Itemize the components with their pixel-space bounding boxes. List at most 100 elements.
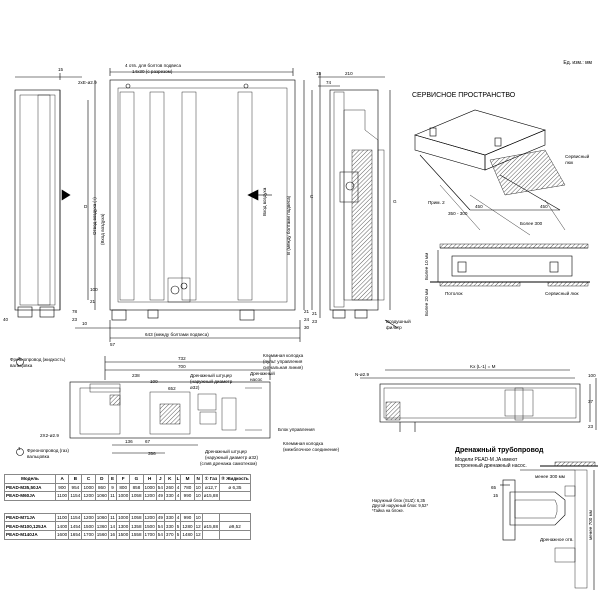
model-cell: PEAD-M140JA [4, 529, 56, 540]
table-cell: 11 [107, 491, 118, 501]
more20-label: Более 20 мм [424, 288, 429, 316]
model-cell: PEAD-M71JA [4, 512, 56, 523]
intake-left-2: Отвод воздуха (↑) [92, 197, 97, 235]
front-dim-21: 21 [90, 299, 96, 304]
table-cell: 330 [163, 491, 176, 501]
side-dim-g: G [393, 199, 397, 204]
side-dim-23: 23 [312, 319, 318, 324]
drain-fitting-3: ø32) [190, 385, 200, 390]
dim-652: 652 [168, 386, 176, 391]
table-cell [201, 529, 221, 540]
header-cell: C [81, 474, 96, 484]
service-dim-a: 350 - 300 [448, 211, 468, 216]
intake-left-1: (Вход воздуха) [100, 213, 105, 245]
table-cell [219, 491, 251, 501]
top-dim-23: 23 [588, 424, 594, 429]
drain-out-3: (слив дренажа самотеком) [200, 461, 257, 466]
drain-dim-700: менее 700 мм [588, 510, 593, 540]
more10-label: Более 10 мм [424, 252, 429, 280]
front-dim-40: 40 [3, 317, 9, 322]
dim-2x2: 2X2-ø2.9 [40, 433, 59, 438]
side-dim-15: 15 [316, 71, 322, 76]
d-label: D [84, 204, 88, 209]
front-dim-78: 78 [72, 309, 78, 314]
table-cell [219, 529, 251, 540]
model-cell: PEAD-M100,125JA [4, 521, 56, 531]
header-cell: F [116, 474, 131, 484]
table-cell: ø12,7 [201, 482, 221, 493]
table-cell: 49 [155, 491, 165, 501]
table-cell: 1358 [129, 521, 144, 531]
table-cell: 1560 [94, 529, 109, 540]
drain-fitting-1: Дренажный штуцер [190, 373, 232, 378]
table-cell: 1058 [129, 512, 144, 523]
drain-out-2: (наружный диаметр ø32) [205, 455, 258, 460]
side-dim-21: 21 [312, 311, 318, 316]
pipe-gas-1: Фреонопровод (газ) [27, 448, 69, 453]
drain-pipe-figure [500, 461, 598, 590]
header-cell: A [54, 474, 70, 484]
table-cell: 990 [180, 491, 195, 501]
table-cell: 990 [180, 512, 195, 523]
table-cell: 12 [193, 521, 203, 531]
table-cell: 54 [155, 529, 165, 540]
table-cell: 16 [107, 529, 118, 540]
bottom-view [16, 356, 271, 456]
pipe-liquid-1: Фреонопровод (жидкость) [10, 357, 66, 362]
front-dim-30: 30 [304, 325, 310, 330]
hatch2-label: Сервисный люк [545, 291, 579, 296]
holes-note-2: 14x30 (с разрезом) [132, 69, 173, 74]
top-dim-n: N-ø2.9 [355, 372, 370, 377]
service-hatch-2: люк [565, 160, 574, 165]
table-cell: 1400 [54, 521, 70, 531]
table-cell: 1500 [116, 529, 131, 540]
table-header-row: Модель A B C D E F G H J K L M N ① Газ ②… [4, 474, 251, 484]
drain-dim-15: 15 [493, 493, 499, 498]
table-cell: 54 [155, 482, 165, 493]
drain-dim-300: менее 300 мм [535, 474, 565, 479]
table-cell: 1300 [116, 521, 131, 531]
table-cell: 10 [193, 512, 203, 523]
terminal-1: Клеммная колодка [263, 353, 304, 358]
filter-label-1: Воздушный [386, 319, 411, 324]
spacer-cell [5, 500, 251, 513]
header-cell: ② Жидкость [219, 474, 251, 484]
drain-pump-2: насос [250, 377, 263, 382]
intake-right: Вход воздуха [262, 187, 267, 216]
table-cell: 1360 [94, 521, 109, 531]
front-dim-100: 100 [90, 287, 98, 292]
service-space-section [430, 243, 590, 287]
service-dim-d: Более 300 [520, 221, 543, 226]
front-dim-24: 24 [304, 317, 310, 322]
drain-dim-65: 65 [491, 485, 497, 490]
header-cell: ① Газ [201, 474, 221, 484]
table-cell: 1500 [142, 521, 157, 531]
service-space-iso [414, 109, 566, 236]
table-cell: 1700 [81, 529, 96, 540]
service-hatch-1: Сервисный [565, 154, 590, 159]
c-label: C [310, 194, 314, 199]
table-cell: 780 [180, 482, 195, 493]
table-cell: 1100 [54, 491, 70, 501]
table-cell: 1154 [68, 491, 83, 501]
header-cell: H [142, 474, 157, 484]
table-cell [201, 512, 221, 523]
header-cell: K [163, 474, 176, 484]
table-cell: 800 [116, 482, 131, 493]
header-cell: D [94, 474, 109, 484]
table-cell: 11 [107, 512, 118, 523]
table-cell: 12 [193, 529, 203, 540]
terminal2-1: Клеммная колодка [283, 441, 324, 446]
table-cell: 860 [94, 482, 109, 493]
drain-out-1: Дренажный штуцер [205, 449, 247, 454]
table-cell: 1000 [116, 491, 131, 501]
front-dim-2xe: 2xE-ø2.9 [78, 80, 97, 85]
dim-732: 732 [178, 356, 186, 361]
dim-67: 67 [145, 439, 151, 444]
marker-2: 2 [18, 356, 21, 361]
marker-1: 1 [18, 446, 21, 451]
dim-100: 100 [150, 379, 158, 384]
table-cell: ø9,52 [219, 521, 251, 531]
